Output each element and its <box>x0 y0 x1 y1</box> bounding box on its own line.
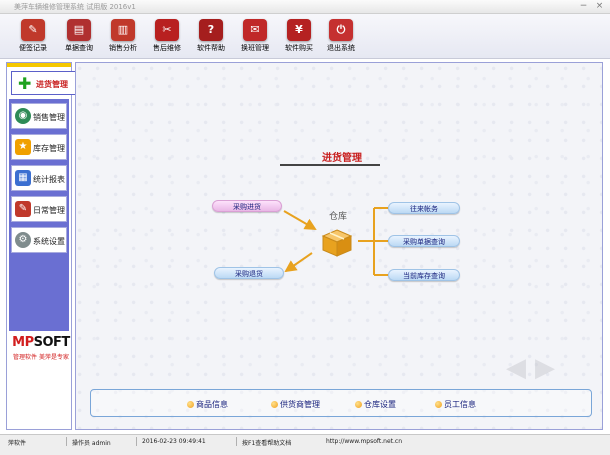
main-panel: 进货管理 采购进货 采购退货 仓库 往来帐务 采购单据查询 当前库存查询 ◀ ▶… <box>75 62 603 430</box>
brand-logo-rest: SOFT <box>33 335 71 350</box>
report-icon: ▦ <box>15 170 31 186</box>
status-operator: 操作员 admin <box>72 440 111 447</box>
link-label: 员工信息 <box>444 400 476 409</box>
toolbar-button-notes[interactable]: ✎ 便签记录 <box>14 19 52 57</box>
toolbar-label: 售后维修 <box>153 44 181 52</box>
toolbar-label: 软件购买 <box>285 44 313 52</box>
help-icon: ? <box>199 19 223 41</box>
toolbar-label: 单据查询 <box>65 44 93 52</box>
purchase-document-search-button[interactable]: 采购单据查询 <box>388 235 460 247</box>
gear-icon: ⚙ <box>15 232 31 248</box>
sidebar-item-daily[interactable]: ✎ 日常管理 <box>11 196 67 222</box>
quick-links-panel: 商品信息 供货商管理 仓库设置 员工信息 <box>90 389 592 417</box>
title-bar: 美萍车辆维修管理系统 试用版 2016v1 − × <box>0 0 610 14</box>
status-url[interactable]: http://www.mpsoft.net.cn <box>326 438 403 445</box>
purchase-in-button[interactable]: 采购进货 <box>212 200 282 212</box>
branch-connector <box>358 207 388 276</box>
current-stock-search-button[interactable]: 当前库存查询 <box>388 269 460 281</box>
link-label: 仓库设置 <box>364 400 396 409</box>
plus-icon: ✚ <box>18 74 32 93</box>
toolbar-label: 换班管理 <box>241 44 269 52</box>
sidebar-item-sales[interactable]: ◉ 销售管理 <box>11 103 67 129</box>
page-title: 进货管理 <box>322 153 362 164</box>
flow-diagram <box>283 207 388 276</box>
toolbar-button-after-sales[interactable]: ✂ 售后维修 <box>148 19 186 57</box>
accounts-button[interactable]: 往来帐务 <box>388 202 460 214</box>
bullet-icon <box>435 401 442 408</box>
sidebar-nav-list: ◉ 销售管理 ★ 库存管理 ▦ 统计报表 ✎ 日常管理 ⚙ 系统设置 <box>9 99 69 331</box>
wrench-icon: ✂ <box>155 19 179 41</box>
toolbar-label: 退出系统 <box>327 44 355 52</box>
bullet-icon <box>355 401 362 408</box>
bar-chart-icon: ▥ <box>111 19 135 41</box>
minimize-button[interactable]: − <box>579 1 588 11</box>
tools-icon: ✎ <box>15 201 31 217</box>
toolbar-button-help[interactable]: ? 软件帮助 <box>192 19 230 57</box>
toolbar: ✎ 便签记录 ▤ 单据查询 ▥ 销售分析 ✂ 售后维修 ? 软件帮助 ✉ 换班管… <box>0 14 610 59</box>
yen-icon: ¥ <box>287 19 311 41</box>
sidebar-item-label: 系统设置 <box>33 237 65 246</box>
link-label: 供货商管理 <box>280 400 320 409</box>
toolbar-label: 软件帮助 <box>197 44 225 52</box>
bullet-icon <box>187 401 194 408</box>
status-separator <box>66 437 67 446</box>
document-search-icon: ▤ <box>67 19 91 41</box>
sidebar-item-label: 日常管理 <box>33 206 65 215</box>
status-hint: 按F1查看帮助文档 <box>242 440 292 447</box>
status-bar: 萍软件 操作员 admin 2016-02-23 09:49:41 按F1查看帮… <box>0 434 610 455</box>
sidebar-item-settings[interactable]: ⚙ 系统设置 <box>11 227 67 253</box>
note-icon: ✎ <box>21 19 45 41</box>
link-supplier-management[interactable]: 供货商管理 <box>271 399 320 410</box>
globe-icon: ◉ <box>15 108 31 124</box>
toolbar-button-purchase[interactable]: ¥ 软件购买 <box>280 19 318 57</box>
title-underline <box>280 164 380 166</box>
link-label: 商品信息 <box>196 400 228 409</box>
sidebar-item-inventory[interactable]: ★ 库存管理 <box>11 134 67 160</box>
sidebar: ✚ 进货管理 ◉ 销售管理 ★ 库存管理 ▦ 统计报表 ✎ 日常管理 ⚙ 系统设… <box>6 62 79 430</box>
arrow-in <box>283 210 317 231</box>
link-product-info[interactable]: 商品信息 <box>187 399 228 410</box>
brand: MPSOFT 管理软件 美萍是专家 <box>11 335 71 361</box>
toolbar-button-sales-analysis[interactable]: ▥ 销售分析 <box>104 19 142 57</box>
sidebar-item-label: 统计报表 <box>33 175 65 184</box>
sidebar-item-reports[interactable]: ▦ 统计报表 <box>11 165 67 191</box>
toolbar-label: 销售分析 <box>109 44 137 52</box>
link-employee-info[interactable]: 员工信息 <box>435 399 476 410</box>
star-icon: ★ <box>15 139 31 155</box>
window-title: 美萍车辆维修管理系统 试用版 2016v1 <box>14 3 136 11</box>
purchase-return-button[interactable]: 采购退货 <box>214 267 284 279</box>
link-warehouse-settings[interactable]: 仓库设置 <box>355 399 396 410</box>
watermark: ◀ ▶ <box>506 353 556 383</box>
bullet-icon <box>271 401 278 408</box>
brand-logo-main: MP <box>12 335 34 350</box>
status-company: 萍软件 <box>8 440 27 447</box>
toolbar-label: 便签记录 <box>19 44 47 52</box>
sidebar-item-label: 库存管理 <box>33 144 65 153</box>
shift-icon: ✉ <box>243 19 267 41</box>
warehouse-box-icon <box>321 229 353 257</box>
status-separator <box>136 437 137 446</box>
sidebar-item-label: 销售管理 <box>33 113 65 122</box>
toolbar-button-exit[interactable]: ⏻ 退出系统 <box>322 19 360 57</box>
sidebar-item-label: 进货管理 <box>36 80 68 89</box>
toolbar-button-document-search[interactable]: ▤ 单据查询 <box>60 19 98 57</box>
arrow-out <box>284 252 313 273</box>
exit-icon: ⏻ <box>329 19 353 41</box>
brand-logo: MPSOFT <box>11 335 71 350</box>
close-button[interactable]: × <box>595 1 604 11</box>
status-separator <box>236 437 237 446</box>
brand-slogan: 管理软件 美萍是专家 <box>13 354 69 361</box>
sidebar-item-purchase[interactable]: ✚ 进货管理 <box>11 71 79 95</box>
status-datetime: 2016-02-23 09:49:41 <box>142 438 206 445</box>
toolbar-button-shift[interactable]: ✉ 换班管理 <box>236 19 274 57</box>
sidebar-top-strip <box>7 63 71 67</box>
warehouse-label: 仓库 <box>329 212 348 222</box>
